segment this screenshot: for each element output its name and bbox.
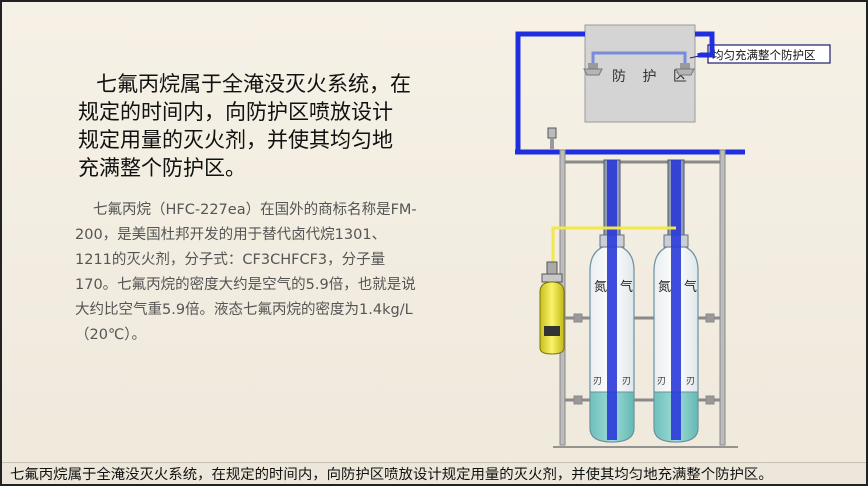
- cylinder-left: 氮 气 刃 刃: [589, 159, 635, 443]
- cylinder-right-mark-2: 刃: [686, 377, 695, 387]
- cylinder-right-gas-label-1: 氮: [658, 280, 671, 295]
- caption-text: 七氟丙烷属于全淹没灭火系统，在规定的时间内，向防护区喷放设计规定用量的灭火剂，并…: [10, 467, 773, 483]
- caption-bar: 七氟丙烷属于全淹没灭火系统，在规定的时间内，向防护区喷放设计规定用量的灭火剂，并…: [0, 462, 868, 486]
- cylinder-left-gas-label-1: 氮: [594, 280, 607, 295]
- nozzle-branch: [591, 51, 687, 64]
- cylinder-right-mark-1: 刃: [657, 377, 666, 387]
- nozzle-right-icon: [675, 63, 695, 76]
- pilot-cylinder: [539, 261, 565, 355]
- discharge-pipe: [515, 31, 745, 155]
- heading-text: 七氟丙烷属于全淹没灭火系统，在规定的时间内，向防护区喷放设计规定用量的灭火剂，并…: [78, 72, 411, 180]
- cylinder-left-gas-label-2: 气: [620, 279, 633, 295]
- callout-text: 均匀充满整个防护区: [712, 48, 816, 62]
- cylinder-right-gas-label-2: 气: [684, 279, 697, 295]
- room-label: 防 护 区: [612, 69, 693, 85]
- body-text: 七氟丙烷（HFC-227ea）在国外的商标名称是FM-200，是美国杜邦开发的用…: [75, 202, 417, 343]
- cylinder-right: 氮 气 刃 刃: [653, 159, 699, 443]
- nozzle-left-icon: [583, 63, 603, 76]
- cylinder-left-mark-1: 刃: [593, 377, 602, 387]
- cylinder-left-mark-2: 刃: [622, 377, 631, 387]
- protected-zone: [584, 24, 696, 123]
- safety-valve-icon: [547, 127, 557, 150]
